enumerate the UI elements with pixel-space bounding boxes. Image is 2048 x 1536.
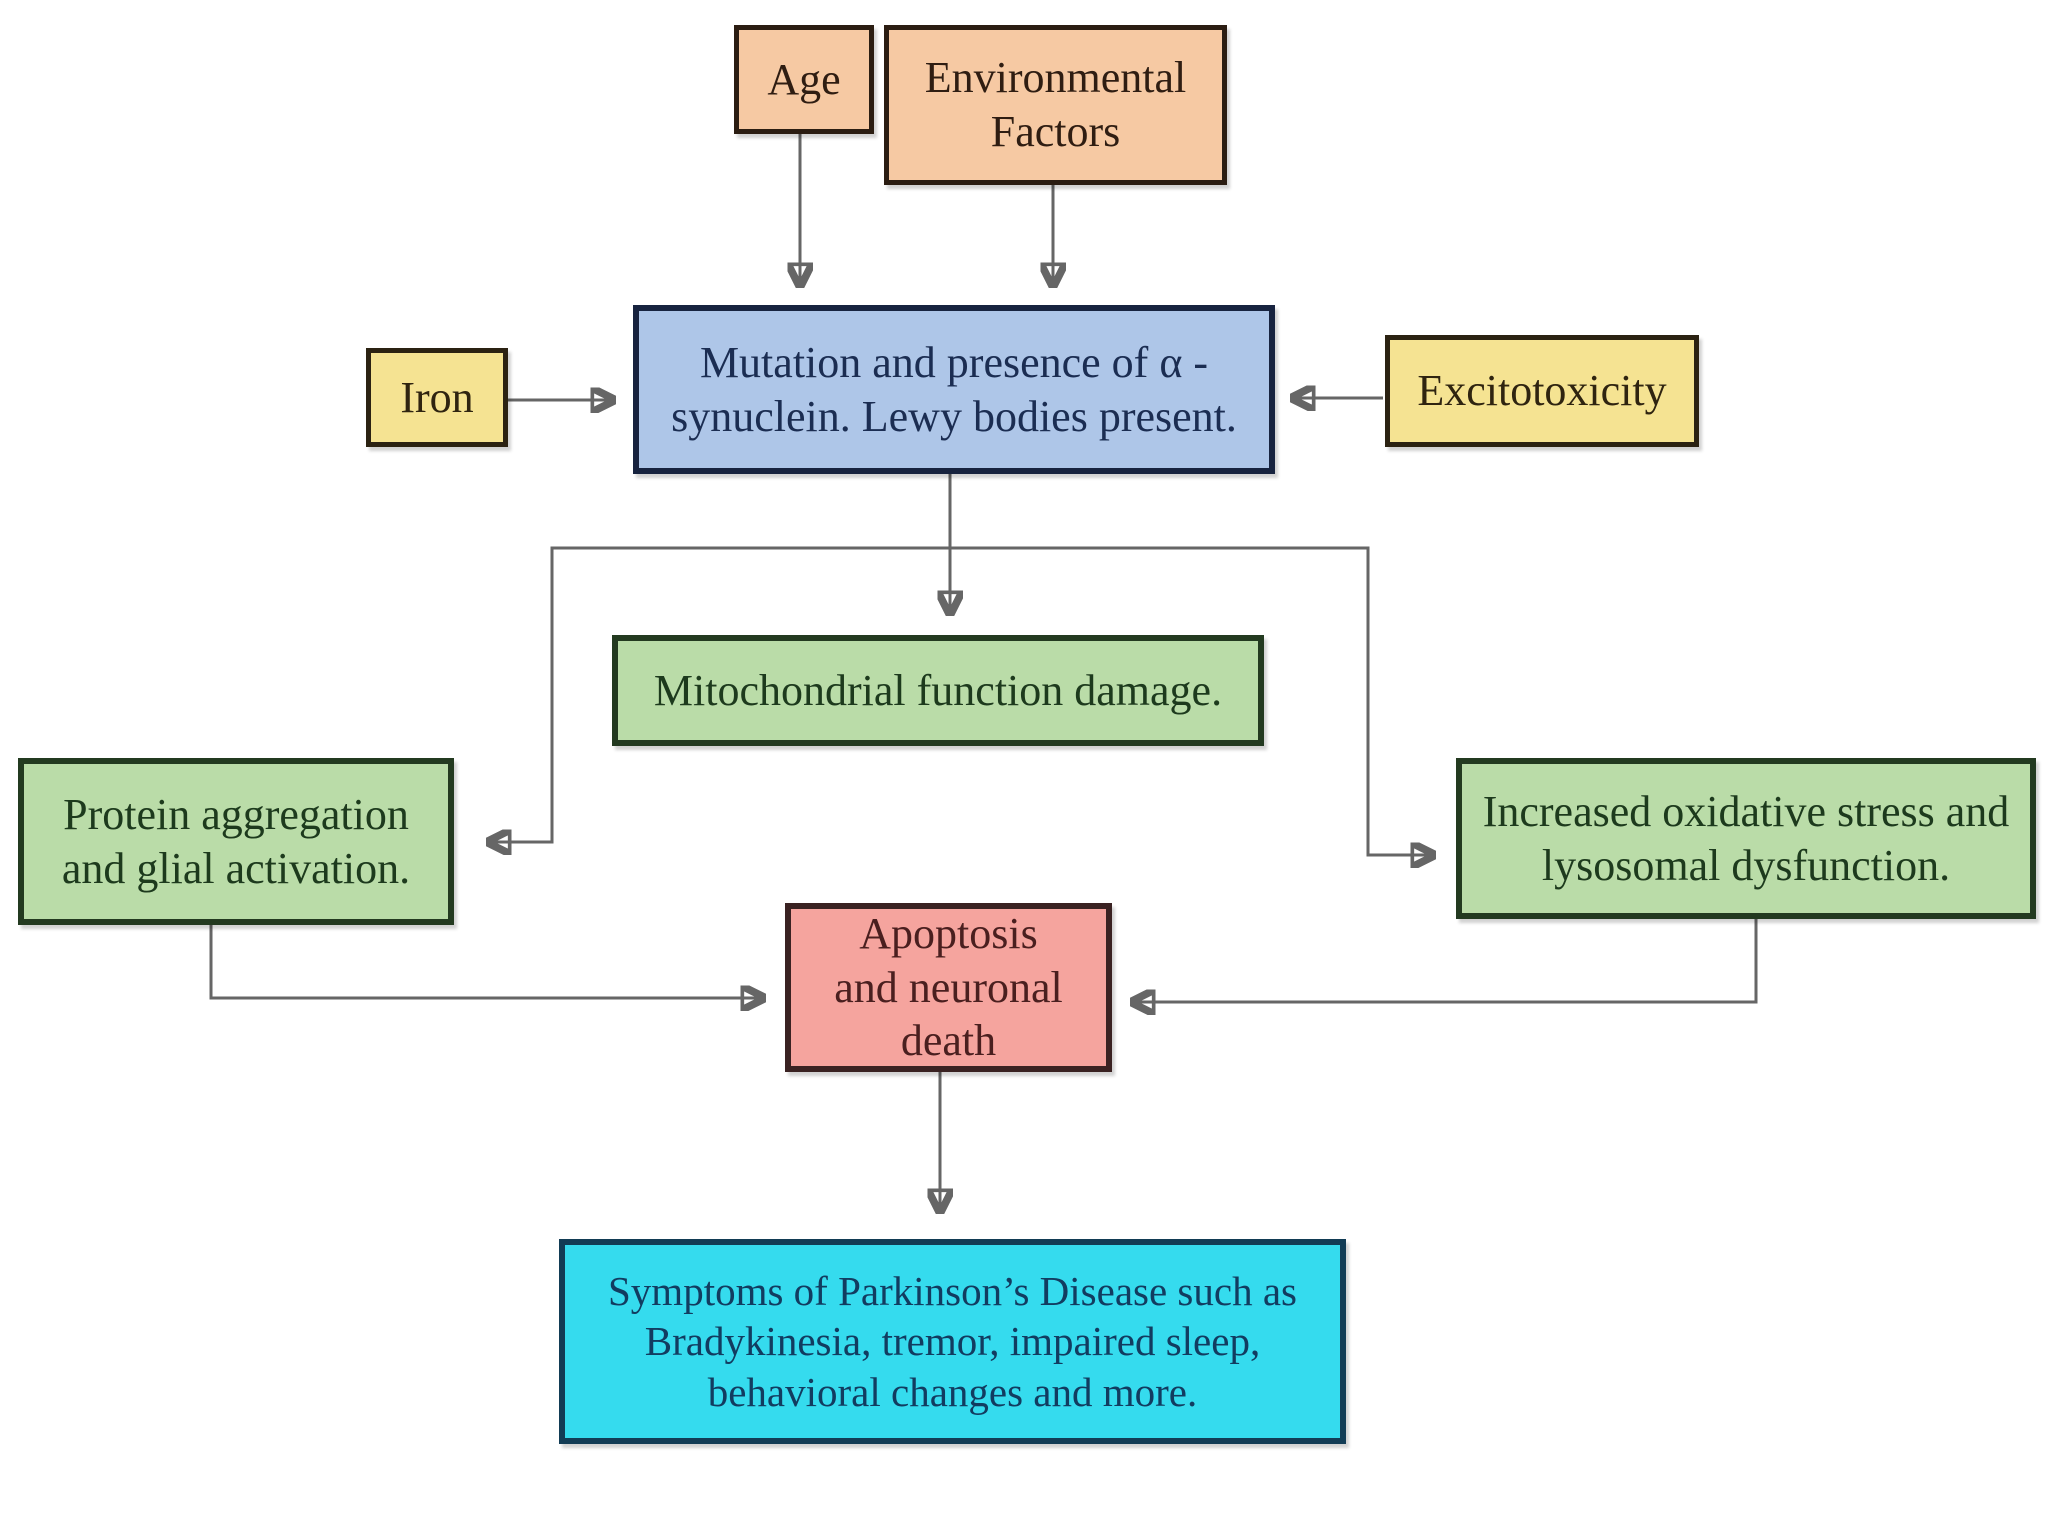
- arrow-mutation-to-protein-aggregation: [490, 546, 950, 842]
- arrow-mutation-to-oxidative-stress: [950, 546, 1432, 855]
- node-apoptosis: Apoptosis and neuronal death: [785, 903, 1112, 1072]
- node-iron: Iron: [366, 348, 508, 447]
- node-excitotoxicity: Excitotoxicity: [1385, 335, 1699, 447]
- node-apoptosis-label: Apoptosis and neuronal death: [834, 909, 1063, 1066]
- node-mitochondrial-label: Mitochondrial function damage.: [653, 665, 1223, 715]
- node-excitotoxicity-label: Excitotoxicity: [1417, 366, 1667, 416]
- node-environmental-factors-label: Environmental Factors: [924, 53, 1187, 156]
- node-mutation: Mutation and presence of α - synuclein. …: [633, 305, 1275, 474]
- node-symptoms: Symptoms of Parkinson’s Disease such as …: [559, 1239, 1346, 1444]
- node-oxidative-stress: Increased oxidative stress and lysosomal…: [1456, 758, 2036, 919]
- node-iron-label: Iron: [400, 372, 474, 422]
- arrow-protein-aggregation-to-apoptosis: [209, 925, 762, 998]
- node-oxidative-stress-label: Increased oxidative stress and lysosomal…: [1482, 786, 2010, 890]
- node-age: Age: [734, 25, 874, 134]
- node-environmental-factors: Environmental Factors: [884, 25, 1227, 185]
- arrow-oxidative-stress-to-apoptosis: [1134, 919, 1758, 1002]
- node-mitochondrial: Mitochondrial function damage.: [612, 635, 1264, 746]
- node-protein-aggregation-label: Protein aggregation and glial activation…: [61, 789, 411, 893]
- node-mutation-label: Mutation and presence of α - synuclein. …: [671, 337, 1237, 441]
- node-age-label: Age: [767, 54, 841, 104]
- node-protein-aggregation: Protein aggregation and glial activation…: [18, 758, 454, 925]
- node-symptoms-label: Symptoms of Parkinson’s Disease such as …: [608, 1268, 1297, 1415]
